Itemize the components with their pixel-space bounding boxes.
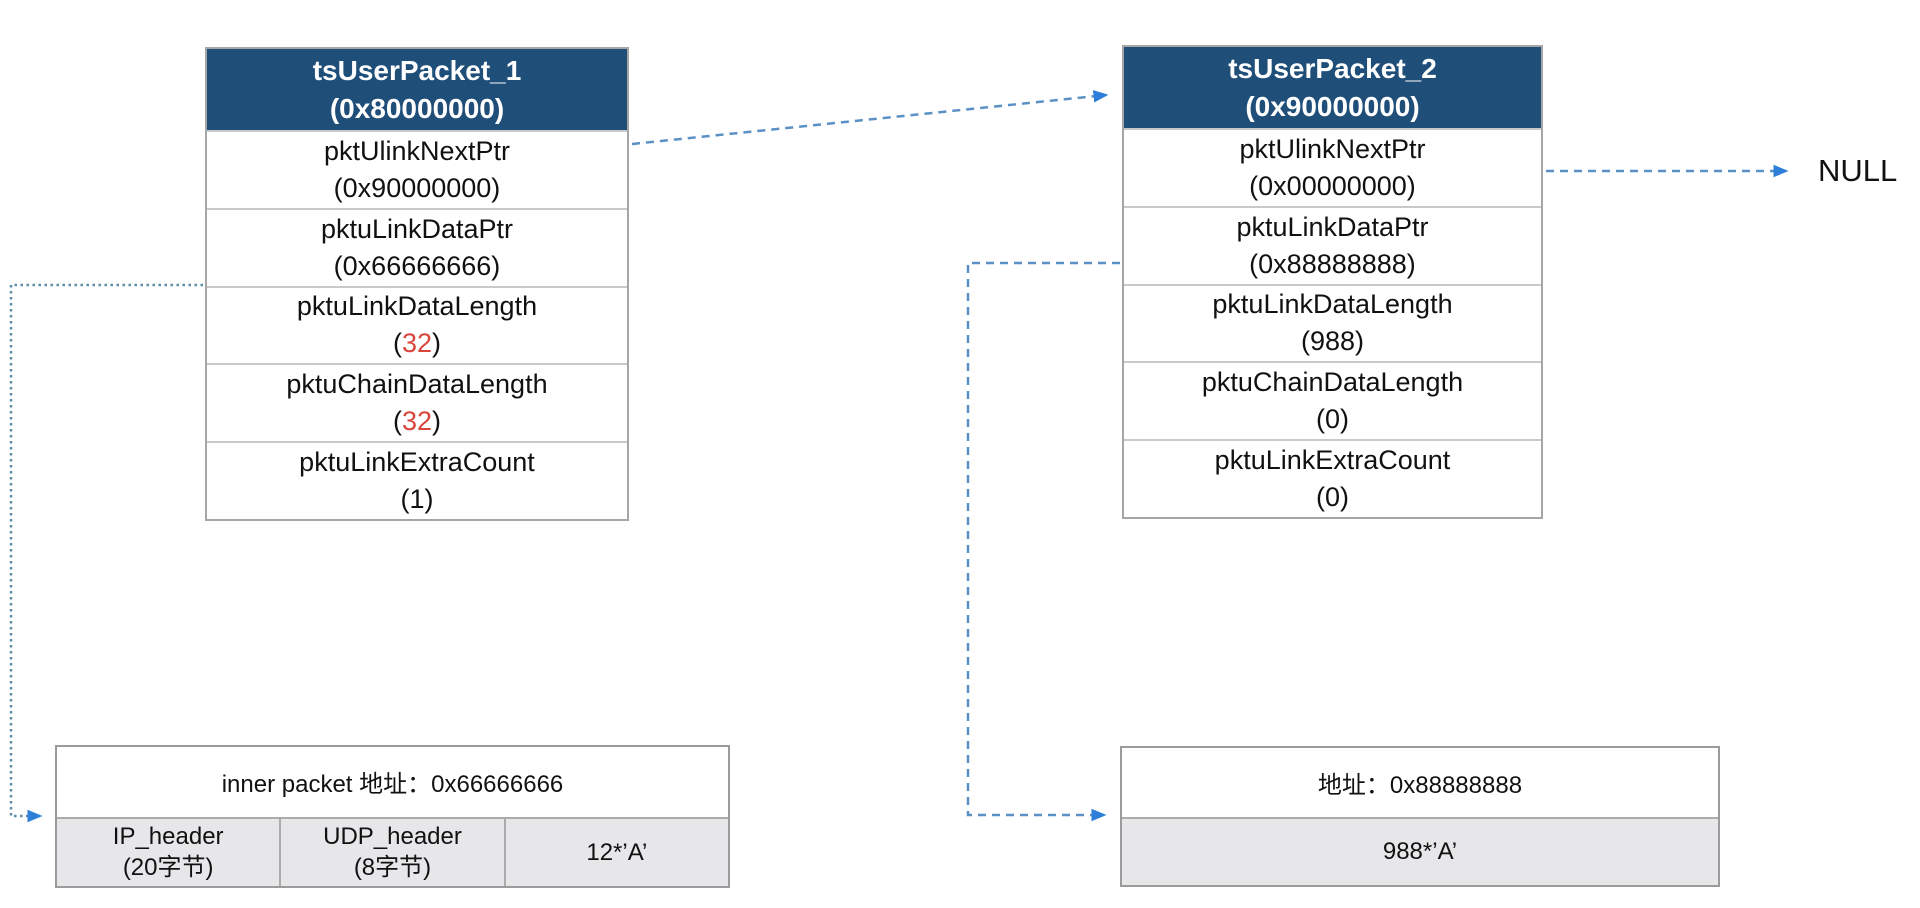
- buffer-box-inner-packet: inner packet 地址：0x66666666 IP_header (20字…: [55, 745, 730, 888]
- packet-field-row: pktuLinkDataLength (988): [1124, 283, 1541, 362]
- packet-field-row: pktUlinkNextPtr (0x00000000): [1124, 128, 1541, 206]
- packet2-fields: pktUlinkNextPtr (0x00000000) pktuLinkDataP…: [1124, 128, 1541, 517]
- packet-field-row: pktuLinkDataLength (32): [207, 285, 627, 364]
- buffer-cell-line1: UDP_header: [323, 823, 462, 851]
- field-name: pktuLinkDataPtr: [320, 213, 514, 244]
- field-name: pktuLinkExtraCount: [299, 447, 535, 478]
- field-name: pktuChainDataLength: [286, 369, 548, 400]
- buffer-cell: UDP_header (8字节): [279, 818, 503, 886]
- field-value: (0): [1316, 482, 1349, 513]
- field-value-highlight: 32: [401, 328, 433, 359]
- buffer-box-packet2-data: 地址：0x88888888 988*’A’: [1120, 746, 1720, 887]
- buffer1-cells: IP_header (20字节) UDP_header (8字节) 12*’A’: [57, 816, 728, 886]
- field-value: (0x00000000): [1249, 170, 1416, 201]
- field-value: (32): [392, 328, 442, 359]
- arrow-dataptr2-to-buffer2: [966, 261, 1120, 822]
- field-name: pktUlinkNextPtr: [1239, 133, 1426, 164]
- packet-field-row: pktuLinkDataPtr (0x88888888): [1124, 205, 1541, 284]
- field-value: (1): [400, 484, 434, 515]
- field-value-highlight: 32: [401, 406, 433, 437]
- buffer2-cells: 988*’A’: [1122, 816, 1718, 885]
- buffer-cell: IP_header (20字节): [57, 819, 279, 886]
- arrow-dataptr1-to-buffer1: [9, 283, 203, 823]
- packet-field-row: pktUlinkNextPtr (0x90000000): [207, 130, 627, 208]
- field-value: (0x66666666): [333, 250, 501, 281]
- buffer-cell-line1: 12*’A’: [586, 838, 648, 866]
- arrow-nextptr1-to-packet2: [631, 90, 1109, 146]
- buffer-cell-line1: IP_header: [112, 823, 224, 851]
- packet2-address: (0x90000000): [1245, 90, 1420, 122]
- buffer2-address-title: 地址：0x88888888: [1122, 748, 1718, 817]
- field-value: (32): [392, 406, 442, 437]
- packet1-title: tsUserPacket_1: [312, 54, 522, 86]
- packet1-address: (0x80000000): [329, 92, 505, 124]
- buffer-cell-line2: (20字节): [122, 854, 214, 882]
- packet-field-row: pktuChainDataLength (32): [207, 363, 627, 441]
- field-name: pktuLinkExtraCount: [1214, 445, 1451, 476]
- packet-field-row: pktuLinkExtraCount (0): [1124, 439, 1541, 517]
- packet-field-row: pktuChainDataLength (0): [1124, 361, 1541, 439]
- packet-table-1: tsUserPacket_1 (0x80000000) pktUlinkNext…: [205, 47, 629, 521]
- packet2-header: tsUserPacket_2 (0x90000000): [1124, 47, 1541, 128]
- buffer1-address-title: inner packet 地址：0x66666666: [57, 747, 728, 817]
- packet-table-2: tsUserPacket_2 (0x90000000) pktUlinkNext…: [1122, 45, 1543, 519]
- field-name: pktUlinkNextPtr: [323, 135, 511, 166]
- field-name: pktuLinkDataPtr: [1236, 211, 1429, 242]
- packet-field-row: pktuLinkDataPtr (0x66666666): [207, 207, 627, 286]
- field-name: pktuLinkDataLength: [296, 291, 538, 322]
- field-value: (988): [1300, 326, 1365, 357]
- packet1-header: tsUserPacket_1 (0x80000000): [207, 49, 627, 130]
- field-value: (0x88888888): [1249, 248, 1416, 279]
- buffer-cell-line1: 988*’A’: [1382, 838, 1458, 866]
- field-name: pktuChainDataLength: [1201, 367, 1464, 398]
- packet1-fields: pktUlinkNextPtr (0x90000000) pktuLinkDataP…: [207, 130, 627, 519]
- buffer-cell: 988*’A’: [1122, 819, 1718, 885]
- packet-field-row: pktuLinkExtraCount (1): [207, 441, 627, 519]
- field-value: (0): [1316, 404, 1349, 435]
- field-value: (0x90000000): [333, 172, 501, 203]
- field-name: pktuLinkDataLength: [1212, 289, 1453, 320]
- packet2-title: tsUserPacket_2: [1228, 52, 1437, 84]
- buffer-cell-line2: (8字节): [353, 854, 432, 882]
- buffer-cell: 12*’A’: [503, 818, 728, 886]
- null-terminator-label: NULL: [1818, 153, 1898, 188]
